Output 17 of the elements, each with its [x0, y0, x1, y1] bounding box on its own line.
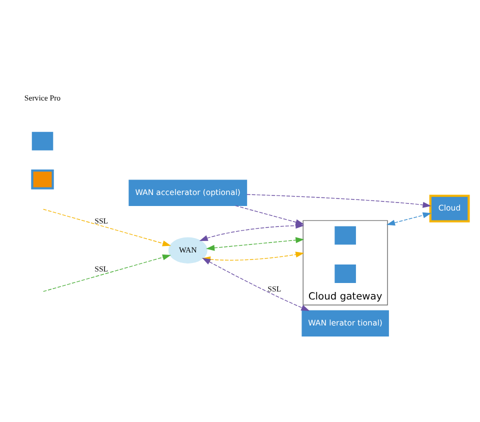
- arrow: [206, 237, 304, 251]
- node-box: [31, 170, 54, 190]
- arrow: [42, 208, 172, 246]
- edge-label: SSL: [268, 284, 282, 294]
- label: Service Pro: [24, 94, 61, 103]
- node-box: [334, 264, 356, 283]
- node-box: [32, 132, 54, 150]
- cluster: Cloud gateway: [302, 220, 388, 306]
- node-box: [334, 226, 356, 245]
- arrow: [202, 258, 310, 311]
- arrow: [42, 254, 172, 292]
- arrow: [386, 212, 432, 226]
- arrow: [246, 194, 432, 208]
- edge-label: SSL: [94, 216, 108, 226]
- arrow: [235, 205, 304, 226]
- node-ellipse: WAN: [168, 237, 208, 264]
- edge-label: SSL: [94, 264, 108, 274]
